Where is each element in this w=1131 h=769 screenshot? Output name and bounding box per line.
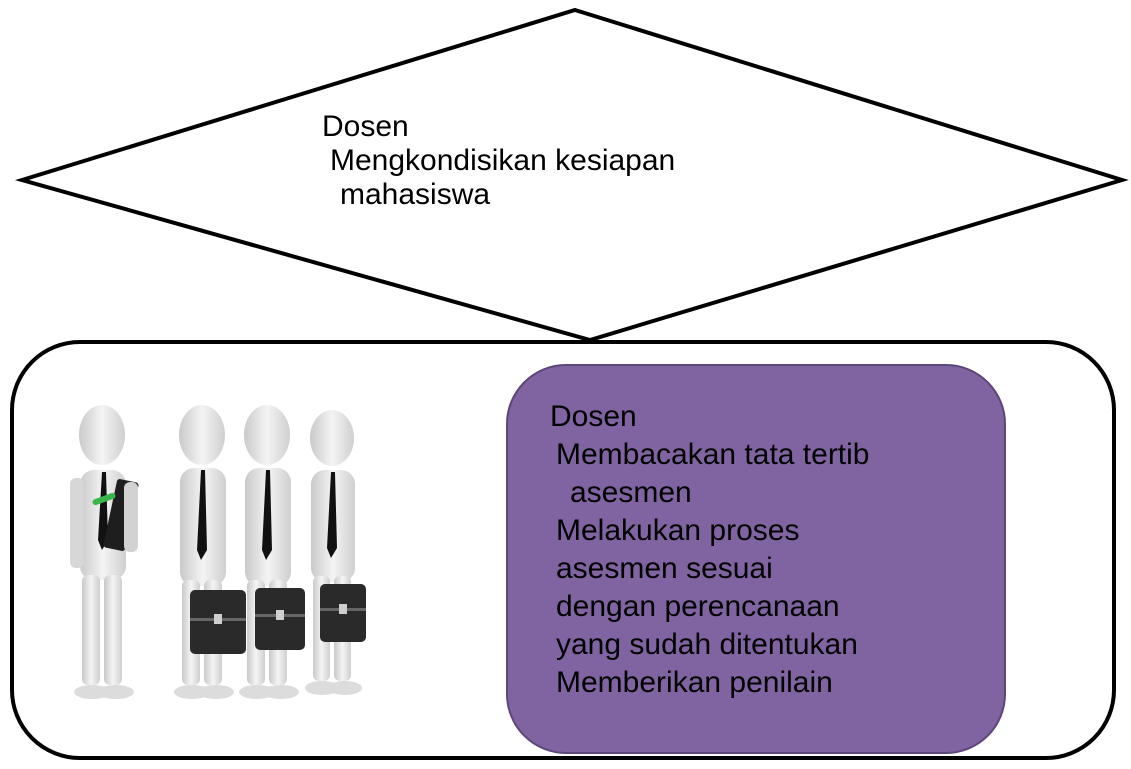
person-with-clipboard-icon bbox=[70, 405, 139, 699]
process-line-3: asesmen bbox=[570, 476, 692, 509]
process-line-2: Membacakan tata tertib bbox=[556, 438, 870, 471]
decision-line-1: Dosen bbox=[322, 110, 409, 143]
process-line-1: Dosen bbox=[550, 400, 637, 433]
decision-line-2: Mengkondisikan kesiapan bbox=[330, 144, 676, 177]
process-line-4: Melakukan proses bbox=[556, 514, 800, 547]
process-text: Dosen Membacakan tata tertib asesmen Mel… bbox=[550, 398, 990, 702]
process-line-7: yang sudah ditentukan bbox=[556, 628, 858, 661]
person-with-briefcase-icon bbox=[239, 405, 305, 699]
decision-line-3: mahasiswa bbox=[340, 178, 491, 211]
process-line-5: asesmen sesuai bbox=[556, 552, 773, 585]
process-line-8: Memberikan penilain bbox=[556, 666, 833, 699]
business-people-illustration-icon bbox=[70, 405, 366, 699]
process-line-6: dengan perencanaan bbox=[556, 590, 840, 623]
person-with-briefcase-icon bbox=[174, 405, 246, 699]
person-with-briefcase-icon bbox=[305, 410, 366, 695]
process-box bbox=[506, 364, 1006, 754]
decision-text: Dosen Mengkondisikan kesiapan mahasiswa bbox=[322, 110, 762, 235]
